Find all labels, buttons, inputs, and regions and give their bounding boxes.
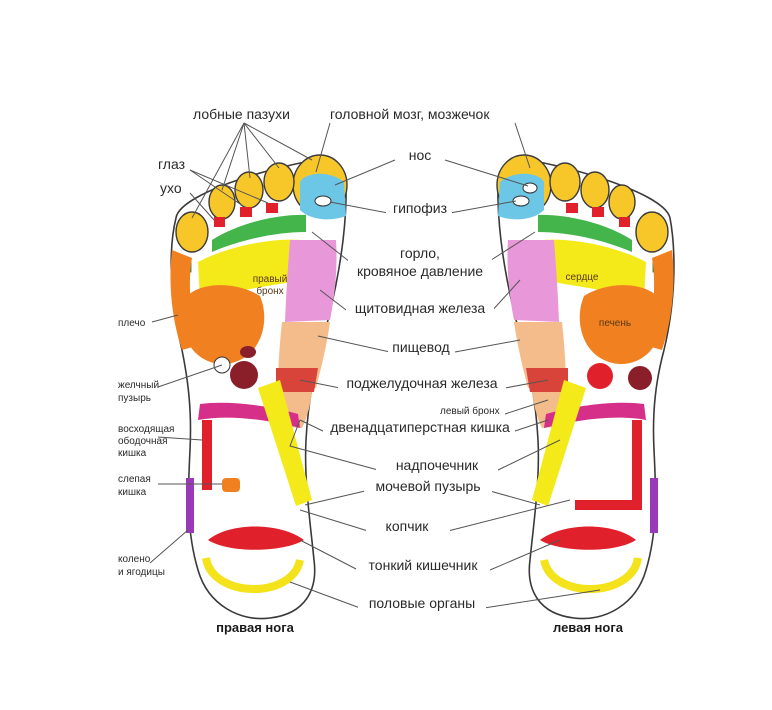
right-pancreas-zone [276,368,318,392]
label-left-bronchus: левый бронх [440,405,500,417]
right-ascending-colon [202,420,212,490]
left-descending-colon [632,420,642,510]
label-nose: нос [409,147,432,163]
right-toe-3 [235,172,263,208]
left-toe-4 [609,185,635,219]
right-gallbladder [230,361,258,389]
left-nose-spot [523,183,537,193]
label-asc-colon-line3: кишка [118,448,147,459]
right-pituitary-spot [315,196,331,206]
right-thyroid-zone [285,240,337,322]
right-small-intestine [208,527,304,550]
label-shoulder: плечо [118,318,146,329]
left-maroon-zone [628,366,652,390]
label-pancreas: поджелудочная железа [346,375,497,391]
left-knee-zone [650,478,658,533]
label-gallbladder-line2: пузырь [118,393,151,404]
left-small-intestine [540,527,636,550]
label-cecum-line2: кишка [118,487,147,498]
label-knee-line1: колено [118,554,151,565]
label-adrenal: надпочечник [396,457,479,473]
label-esophagus: пищевод [392,339,449,355]
label-brain: головной мозг, мозжечок [330,106,490,122]
label-gallbladder-line1: желчный [118,380,159,391]
left-ear-zone-1 [619,217,630,227]
left-eye-zone-1 [592,207,604,217]
left-toe-3 [581,172,609,208]
label-asc-colon-line1: восходящая [118,424,174,435]
label-right-foot: правая нога [216,620,294,635]
label-left-foot: левая нога [553,620,624,635]
label-frontal-sinuses: лобные пазухи [193,106,290,122]
left-spleen-zone [587,363,613,389]
label-eye: глаз [158,156,185,172]
left-sigmoid-colon [575,500,642,510]
right-eye-zone-2 [266,203,278,213]
left-toe-2 [550,163,580,201]
label-small-intestine: тонкий кишечник [369,557,479,573]
label-knee-line2: и ягодицы [118,567,165,578]
left-genitals-zone [544,558,638,589]
label-right-bronchus-line2: бронх [256,285,283,297]
right-cecum [222,478,240,492]
label-pituitary: гипофиз [393,200,447,216]
label-coccyx: копчик [386,518,430,534]
right-knee-zone [186,478,194,533]
label-asc-colon-line2: ободочная [118,435,168,447]
label-bladder: мочевой пузырь [375,478,480,494]
label-genitals: половые органы [369,595,475,611]
left-eye-zone-2 [566,203,578,213]
label-right-bronchus-line1: правый [253,274,288,285]
right-ear-zone-1 [214,217,225,227]
left-foot [497,155,674,619]
label-liver: печень [599,318,631,329]
right-toe-4 [209,185,235,219]
left-thyroid-zone [507,240,559,322]
right-eye-zone-1 [240,207,252,217]
label-throat-line2: кровяное давление [357,263,483,279]
right-foot [170,155,347,619]
label-cecum-line1: слепая [118,474,151,485]
label-throat-line1: горло, [400,245,440,261]
right-gallbladder-top [240,346,256,358]
label-thyroid: щитовидная железа [355,300,486,316]
label-ear: ухо [160,180,182,196]
left-toe-5 [636,212,668,252]
right-genitals-zone [206,558,300,589]
right-toe-2 [264,163,294,201]
label-duodenum: двенадцатиперстная кишка [330,419,510,435]
label-heart: сердце [566,272,599,283]
